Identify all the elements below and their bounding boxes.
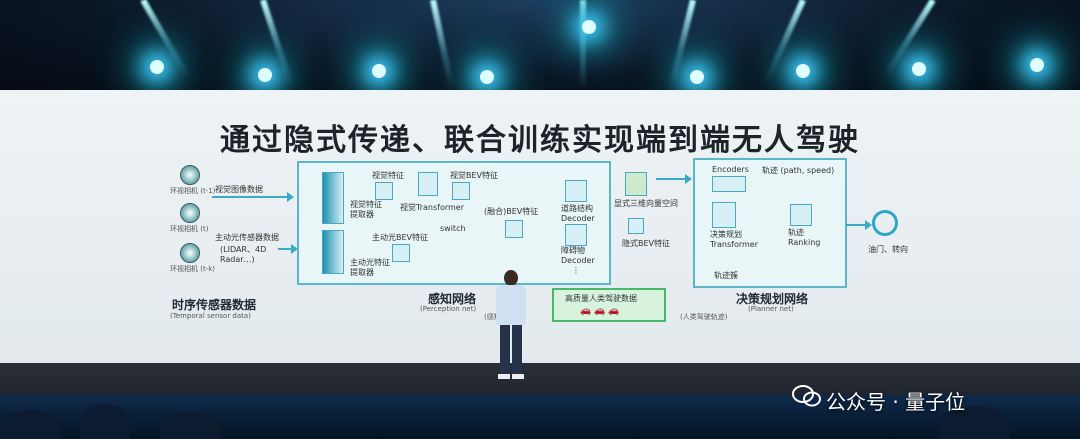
presenter <box>494 270 528 380</box>
encoders-label: Encoders <box>712 165 749 174</box>
active-extractor-label: 主动光特征 提取器 <box>350 258 390 277</box>
flow-arrow <box>278 244 298 254</box>
implicit-bev-icon <box>628 218 644 234</box>
spotlight <box>150 60 164 74</box>
audience-silhouette <box>0 410 60 439</box>
dataset-label: 高质量人类驾驶数据 <box>565 294 637 303</box>
explicit-space-label: 显式三维向量空间 <box>614 199 678 208</box>
flow-arrow <box>846 220 872 230</box>
dataset-box <box>552 288 666 322</box>
vector-space-icon <box>625 172 647 196</box>
sensor-label: 环视相机 (t-k) <box>170 265 216 273</box>
stage-lighting-truss <box>0 0 1080 90</box>
spotlight <box>480 70 494 84</box>
watermark-text: 公众号 · 量子位 <box>826 390 966 414</box>
visual-transformer-label: 视觉Transformer <box>400 203 465 212</box>
planner-net-subtitle: (Planner net) <box>748 305 794 313</box>
slide-title: 通过隐式传递、联合训练实现端到端无人驾驶 <box>220 123 860 158</box>
planner-net-title: 决策规划网络 <box>736 292 809 306</box>
trajectory-label: 轨迹 (path, speed) <box>762 166 835 175</box>
spotlight <box>582 20 596 34</box>
temporal-sensor-subtitle: (Temporal sensor data) <box>170 312 251 320</box>
visual-feature-label: 视觉特征 <box>372 171 404 180</box>
obstacle-decoder-icon <box>565 224 587 246</box>
switch-label: switch <box>440 224 466 233</box>
audience-silhouette <box>940 406 1010 439</box>
car-icons: 🚗 🚗 🚗 <box>580 306 620 316</box>
flow-arrow <box>656 174 692 184</box>
wechat-icon <box>792 385 821 407</box>
obstacle-decoder-label: 障碍物 Decoder <box>561 246 595 265</box>
visual-extractor-icon <box>322 172 344 224</box>
active-sensor-label: 主动光传感器数据 <box>215 233 279 242</box>
temporal-sensor-title: 时序传感器数据 <box>172 298 257 312</box>
audience-silhouette <box>160 412 220 439</box>
camera-data-label: 视觉图像数据 <box>215 185 263 194</box>
spotlight <box>258 68 272 82</box>
sensor-label: 环视相机 (t) <box>170 225 209 233</box>
flow-arrow <box>212 192 294 202</box>
fused-bev-label: (融合)BEV特征 <box>484 207 539 216</box>
spotlight <box>912 62 926 76</box>
active-sensor-examples: (LIDAR、4D Radar…) <box>220 245 267 264</box>
human-trajectory-label: (人类驾驶轨迹) <box>680 313 728 321</box>
decision-transformer-label: 决策规划 Transformer <box>710 230 759 249</box>
spotlight <box>690 70 704 84</box>
ranking-icon <box>790 204 812 226</box>
visual-bev-label: 视觉BEV特征 <box>450 171 499 180</box>
active-bev-label: 主动光BEV特征 <box>372 233 429 242</box>
camera-sensor-icon <box>180 243 200 263</box>
control-output-label: 油门、转向 <box>868 245 908 254</box>
fused-bev-block-icon <box>505 220 523 238</box>
perception-net-title: 感知网络 <box>428 292 477 306</box>
trajectory-ranking-label: 轨迹 Ranking <box>788 228 821 247</box>
audience-silhouette <box>80 404 130 439</box>
spotlight <box>1030 58 1044 72</box>
spotlight <box>372 64 386 78</box>
implicit-bev-label: 隐式BEV特征 <box>622 239 671 248</box>
spotlight <box>796 64 810 78</box>
more-decoders-dots: ⋮ <box>572 266 580 275</box>
encoders-icon <box>712 176 746 192</box>
active-extractor-icon <box>322 230 344 274</box>
perception-net-subtitle: (Perception net) <box>420 305 477 313</box>
camera-sensor-icon <box>180 165 200 185</box>
camera-sensor-icon <box>180 203 200 223</box>
active-bev-block-icon <box>392 244 410 262</box>
visual-extractor-label: 视觉特征 提取器 <box>350 200 382 219</box>
decision-transformer-icon <box>712 202 736 228</box>
bev-block-icon <box>452 182 470 200</box>
light-ray <box>580 0 586 90</box>
road-decoder-label: 道路结构 Decoder <box>561 204 595 223</box>
sensor-label: 环视相机 (t-1) <box>170 187 216 195</box>
steering-wheel-icon <box>872 210 898 236</box>
trajectory-cluster-label: 轨迹簇 <box>714 271 738 280</box>
perception-net-box <box>297 161 611 285</box>
feature-block-icon <box>375 182 393 200</box>
road-decoder-icon <box>565 180 587 202</box>
transformer-block-icon <box>418 172 438 196</box>
